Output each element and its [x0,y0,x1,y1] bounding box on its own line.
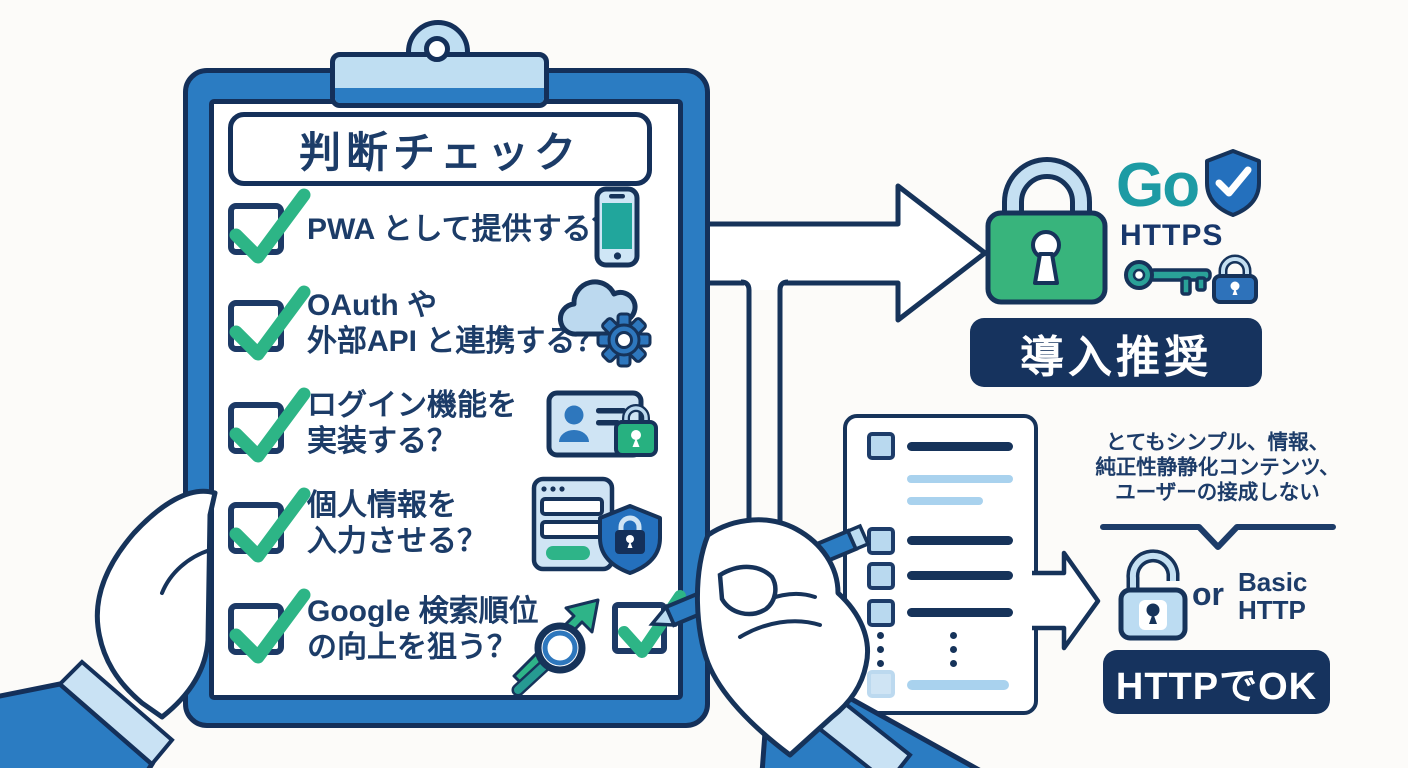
clipboard-clip-hole [424,36,450,62]
checklist-item-personal-info: 個人情報を 入力させる？ [307,489,487,558]
doc-checkbox [867,432,895,460]
checkbox-login[interactable] [228,387,311,463]
checklist-item-pwa: PWA として提供する？ [307,213,622,246]
checklist-item-oauth: OAuth や 外部API と連携する？ [307,289,606,358]
https-recommend-label: 導入推奨 [1020,332,1212,382]
flow-arrow-http [1032,550,1101,651]
checkbox-oauth[interactable] [228,285,311,361]
thumb-right [717,564,778,617]
gear-icon [596,312,652,368]
doc-line [907,608,1013,617]
blue-padlock-icon [1212,254,1258,304]
form-shield-lock-icon [531,476,662,575]
https-recommend-banner: 導入推奨 [970,318,1262,387]
doc-line [907,680,1009,690]
doc-checkbox [867,562,895,590]
google-logo: Go [1116,151,1200,220]
doc-checkbox [867,599,895,627]
checklist-title-box: 判断チェック [228,112,652,186]
id-card-lock-icon [546,390,658,458]
check-icon [229,188,311,264]
pen-cap [845,523,871,552]
checklist-title: 判断チェック [298,128,581,176]
open-padlock-icon [1118,549,1188,641]
checkbox-personal-info[interactable] [228,487,311,563]
search-ranking-up-icon [511,598,600,697]
pen-tip [648,603,677,627]
shield-check-icon [1205,149,1261,217]
cuff-left [57,659,175,767]
doc-line [907,497,983,505]
check-icon [229,387,311,463]
doc-checkbox [867,527,895,555]
cloud-api-gear-icon [557,279,652,368]
basic-http-label: Basic HTTP [1238,567,1308,625]
hand-holding-clipboard [0,488,218,768]
check-icon [229,487,311,563]
green-padlock-icon [985,157,1108,305]
check-icon [229,285,311,361]
key-icon [1124,260,1212,296]
checkbox-seo[interactable] [228,588,311,664]
http-ok-label: HTTPでOK [1115,665,1318,708]
checklist-item-login: ログイン機能を 実装する？ [307,389,517,458]
https-label: HTTPS [1120,219,1224,252]
checklist-item-seo: Google 検索順位 の向上を狙う？ [307,595,539,664]
hand-with-pen [648,517,981,768]
flow-arrow-https [702,183,988,563]
doc-line [907,475,1013,483]
doc-line [907,571,1013,580]
checkbox-pwa[interactable] [228,188,311,264]
doc-line [907,536,1013,545]
document-checklist-icon [843,414,1038,715]
brace-down-icon [1100,524,1336,550]
hand-left [94,488,218,720]
doc-checkbox [867,670,895,698]
doc-line [907,442,1013,451]
http-note: とてもシンプル、情報、 純正性静静化コンテンツ、 ユーザーの接成しない [1095,431,1340,504]
check-icon [229,588,311,664]
smartphone-icon [594,186,640,268]
or-label: or [1192,576,1224,612]
http-ok-banner: HTTPでOK [1103,650,1330,714]
